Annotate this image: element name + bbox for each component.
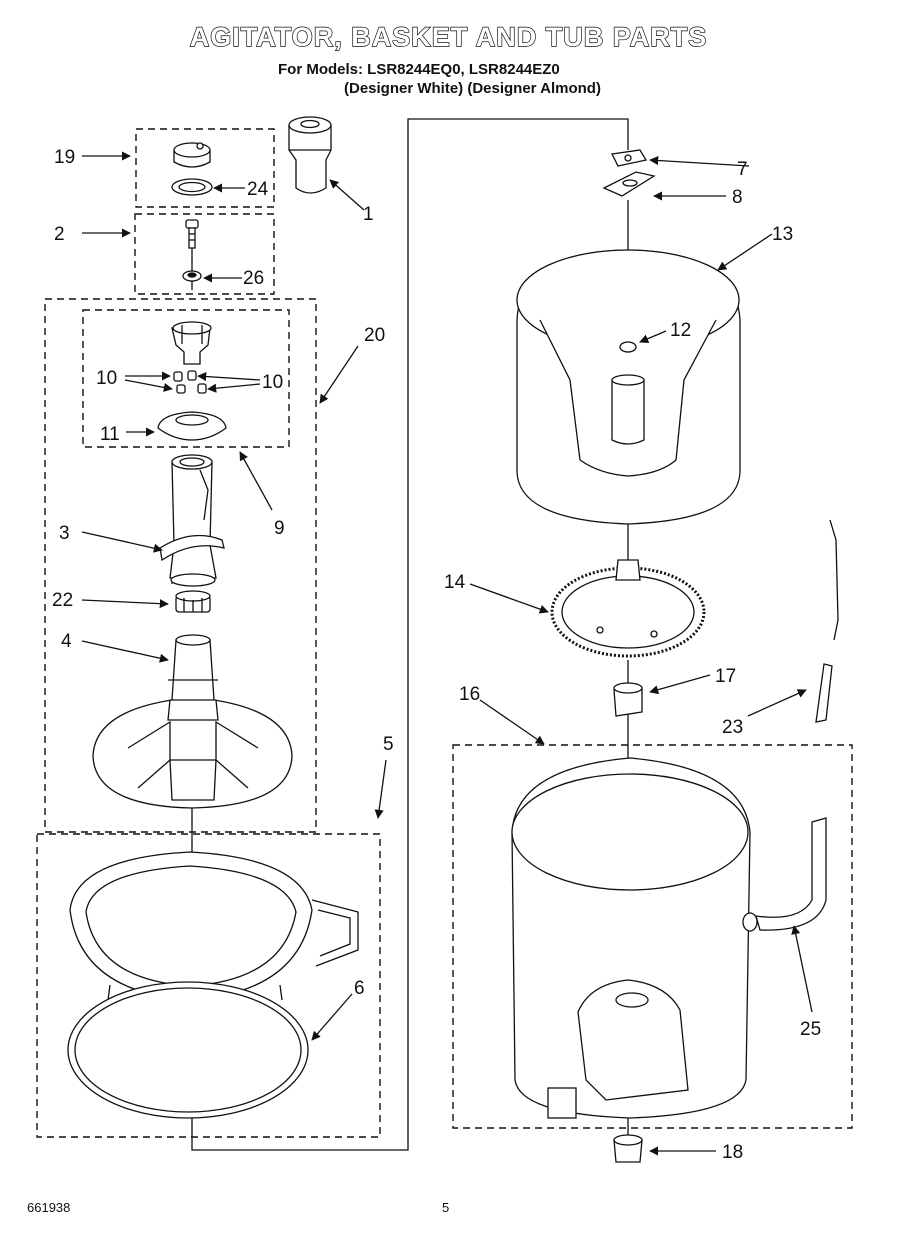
pump-hose-part	[742, 817, 827, 932]
tub-seal-part	[67, 981, 309, 1119]
tub-ring-part	[69, 851, 359, 1012]
group-box-16	[452, 744, 853, 1129]
callout-6: 6	[354, 978, 365, 999]
ratchet-part	[175, 590, 211, 613]
callout-18: 18	[722, 1142, 743, 1163]
seal-ring-part	[171, 178, 213, 196]
group-box-5	[36, 833, 381, 1138]
bushing-part	[613, 682, 643, 717]
callout-17: 17	[715, 666, 736, 687]
callout-3: 3	[59, 523, 70, 544]
colors-line: (Designer White) (Designer Almond)	[344, 80, 601, 97]
callout-26: 26	[243, 268, 264, 289]
tub-bushing-part	[613, 1134, 643, 1163]
callout-13: 13	[772, 224, 793, 245]
group-box-20	[44, 298, 317, 833]
clip-part	[611, 149, 648, 167]
cam-part	[157, 411, 227, 441]
callout-2: 2	[54, 224, 65, 245]
callout-23: 19	[54, 147, 75, 168]
callout-20: 20	[364, 325, 385, 346]
callout-7: 7	[737, 159, 748, 180]
callout-10-right: 10	[262, 372, 283, 393]
bolt-part	[185, 219, 199, 249]
callout-11: 11	[100, 424, 120, 445]
dispenser-cup-part	[288, 116, 332, 194]
callout-16: 16	[459, 684, 480, 705]
callout-25: 25	[800, 1019, 821, 1040]
drain-hose-part	[815, 519, 839, 723]
group-box-9	[82, 309, 290, 448]
agitator-cap-part	[173, 142, 211, 168]
brake-assembly-part	[550, 559, 706, 658]
page-title: AGITATOR, BASKET AND TUB PARTS	[189, 21, 708, 52]
callout-5: 5	[383, 734, 394, 755]
callout-4: 4	[61, 631, 72, 652]
callout-10-left: 10	[96, 368, 117, 389]
hold-down-plate-part	[602, 171, 656, 197]
cam-assembly-part	[171, 321, 212, 365]
callout-24: 24	[247, 179, 269, 200]
washer-part	[182, 270, 202, 282]
callout-12: 12	[670, 320, 691, 341]
spin-basket-part	[516, 249, 741, 525]
group-box-2	[134, 213, 275, 295]
callout-9: 9	[274, 518, 285, 539]
models-line: For Models: LSR8244EQ0, LSR8244EZ0	[278, 61, 560, 78]
document-code: 661938	[27, 1200, 71, 1215]
agitator-dog-part	[173, 370, 207, 394]
callout-1: 1	[363, 204, 374, 225]
callout-19: 23	[722, 717, 743, 738]
callout-22: 22	[52, 590, 73, 611]
agitator-barrel-part	[159, 454, 225, 587]
outer-tub-part	[511, 757, 751, 1119]
callout-8: 8	[732, 187, 743, 208]
callout-14: 14	[444, 572, 466, 593]
agitator-base-part	[92, 634, 293, 809]
page-number: 5	[442, 1200, 450, 1215]
